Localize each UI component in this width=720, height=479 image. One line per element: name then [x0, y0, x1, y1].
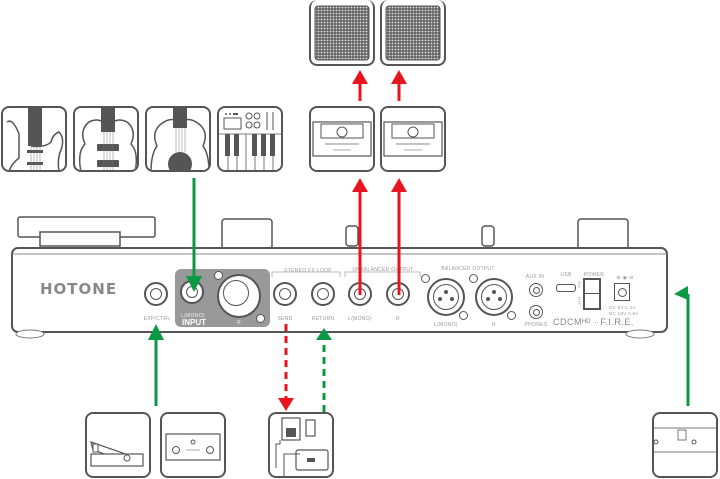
combo-screw-top — [214, 271, 223, 280]
input-r-label: R — [237, 320, 241, 326]
effect-pedals-icon — [275, 417, 329, 476]
footswitch-box — [160, 412, 226, 478]
amp-head-icon — [383, 121, 443, 157]
bass-guitar-icon — [78, 108, 137, 170]
unbalanced-output-label: UNBALANCED OUTPUT — [352, 267, 414, 273]
electric-guitar-box — [1, 106, 67, 172]
unbal-l-label: L(MONO) — [348, 316, 372, 322]
usb-port[interactable] — [556, 284, 576, 292]
dc-spec-line1: DC 9V-1.2A — [609, 305, 636, 310]
input-label: INPUT — [182, 318, 206, 327]
exp-ctrl-jack[interactable] — [144, 282, 168, 306]
unbal-l-jack[interactable] — [348, 282, 372, 306]
cabinet-grille-icon — [314, 5, 370, 61]
acoustic-guitar-box — [145, 106, 211, 172]
fx-loop-label: STEREO FX LOOP — [284, 268, 332, 274]
model-logo: CDCMᴴᴰ · F.I.R.E. — [553, 317, 634, 327]
input-mono-label: L(MONO) — [181, 313, 205, 319]
unbal-r-jack[interactable] — [386, 282, 410, 306]
expression-pedal-icon — [90, 441, 144, 467]
return-label: RETURN — [311, 316, 335, 322]
bal-l-label: L(MONO) — [434, 322, 458, 328]
keyboard-icon — [219, 112, 281, 170]
fx-send-jack[interactable] — [273, 282, 297, 306]
device-footswitches — [221, 218, 629, 250]
effect-pedals-box — [268, 412, 334, 478]
bal-r-xlr[interactable] — [475, 278, 513, 316]
input-r-combo-jack[interactable] — [217, 274, 261, 318]
dc-polarity-symbol: ⊕-◉-⊖ — [616, 275, 634, 281]
power-supply-box — [652, 412, 718, 478]
fx-return-jack[interactable] — [311, 282, 335, 306]
expression-pedal-box — [85, 412, 151, 478]
power-supply-icon — [654, 427, 716, 453]
cabinet-grille-icon — [385, 5, 441, 61]
power-off-label: OFF — [576, 297, 582, 306]
unbal-r-label: R — [396, 316, 400, 322]
bal-r-label: R — [492, 322, 496, 328]
send-label: SEND — [277, 316, 293, 322]
amp-right-box — [380, 106, 446, 172]
input-l-mono-jack[interactable] — [180, 280, 204, 304]
exp-ctrl-label: EXP/CTRL — [143, 316, 171, 322]
bal-l-screw-top — [421, 274, 430, 283]
aux-in-label: AUX IN — [525, 274, 545, 280]
usb-label: USB — [560, 272, 572, 278]
amp-head-icon — [312, 121, 372, 157]
combo-screw-bottom — [256, 314, 265, 323]
amp-left-box — [309, 106, 375, 172]
cabinet-left-box — [309, 0, 375, 66]
power-label: POWER — [583, 272, 605, 278]
footswitch-icon — [165, 433, 221, 461]
bal-l-xlr[interactable] — [427, 278, 465, 316]
keyboard-box — [217, 106, 283, 172]
power-on-label: ON — [576, 281, 582, 288]
phones-label: PHONES — [524, 322, 548, 328]
bass-guitar-box — [73, 106, 139, 172]
brand-logo: HOTONE — [40, 280, 118, 298]
device-expression-treadle — [17, 216, 156, 247]
dc-spec-line2: DC 18V-0.6A — [609, 311, 639, 316]
phones-jack[interactable] — [529, 305, 543, 319]
aux-in-jack[interactable] — [529, 283, 543, 297]
acoustic-guitar-icon — [150, 108, 209, 170]
bal-l-screw-bottom — [459, 311, 468, 320]
electric-guitar-icon — [6, 108, 64, 170]
bal-r-screw-top — [469, 274, 478, 283]
dc-power-jack[interactable] — [614, 283, 630, 301]
power-switch[interactable] — [583, 278, 601, 310]
balanced-output-label: BALANCED OUTPUT — [441, 266, 495, 272]
cabinet-right-box — [380, 0, 446, 66]
bal-r-screw-bottom — [507, 311, 516, 320]
